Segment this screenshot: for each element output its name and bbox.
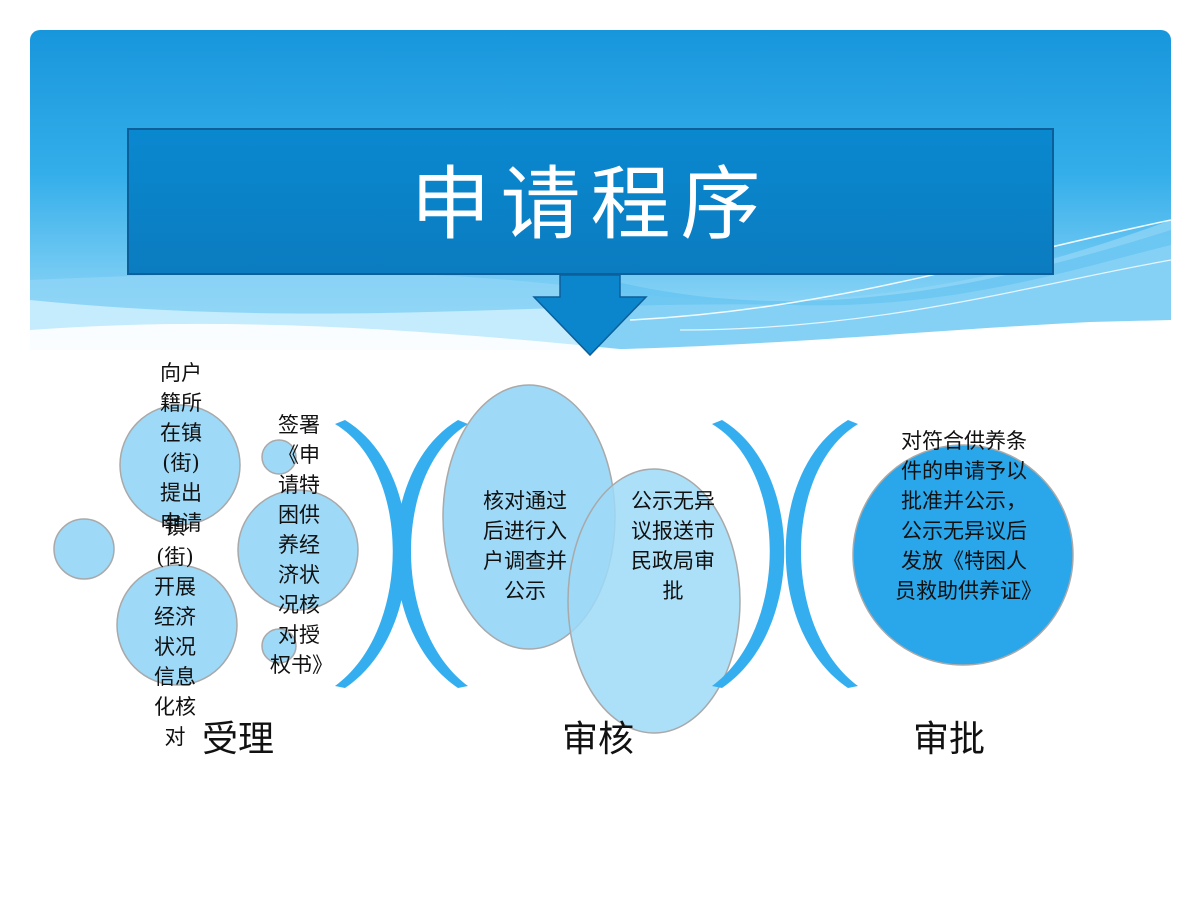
page-title: 申请程序 — [410, 157, 771, 251]
accept-circle-right — [237, 489, 359, 611]
review-step-2: 公示无异议报送市民政局审批 — [631, 489, 715, 603]
down-arrow-icon — [532, 275, 648, 357]
bracket-left-2 — [785, 420, 858, 688]
approve-circle — [852, 444, 1074, 666]
title-box: 申请程序 — [127, 128, 1054, 275]
accept-step-1: 向户籍所在镇(街)提出申请 — [160, 361, 202, 535]
stage-label-accept: 受理 — [202, 719, 275, 760]
approve-step-1: 对符合供养条件的申请予以批准并公示，公示无异议后发放《特困人员救助供养证》 — [895, 429, 1042, 603]
accept-circle-bottom — [116, 564, 238, 686]
accept-circle-top — [119, 404, 241, 526]
stage-label-review: 审核 — [562, 719, 635, 760]
accept-step-3: 签署《申请特困供养经济状况核对授权书》 — [270, 413, 333, 677]
review-step-1: 核对通过后进行入户调查并公示 — [483, 489, 567, 603]
accept-dot-bottom — [261, 628, 297, 664]
bracket-right-2 — [712, 420, 785, 688]
bracket-left-1 — [395, 420, 468, 688]
review-ellipse-2 — [567, 468, 741, 734]
bracket-right-1 — [335, 420, 408, 688]
stage-label-approve: 审批 — [913, 719, 986, 760]
accept-step-2: 镇(街)开展经济状况信息化核对 — [154, 515, 196, 749]
accept-dot-top — [261, 439, 297, 475]
accept-small-circle — [53, 518, 115, 580]
